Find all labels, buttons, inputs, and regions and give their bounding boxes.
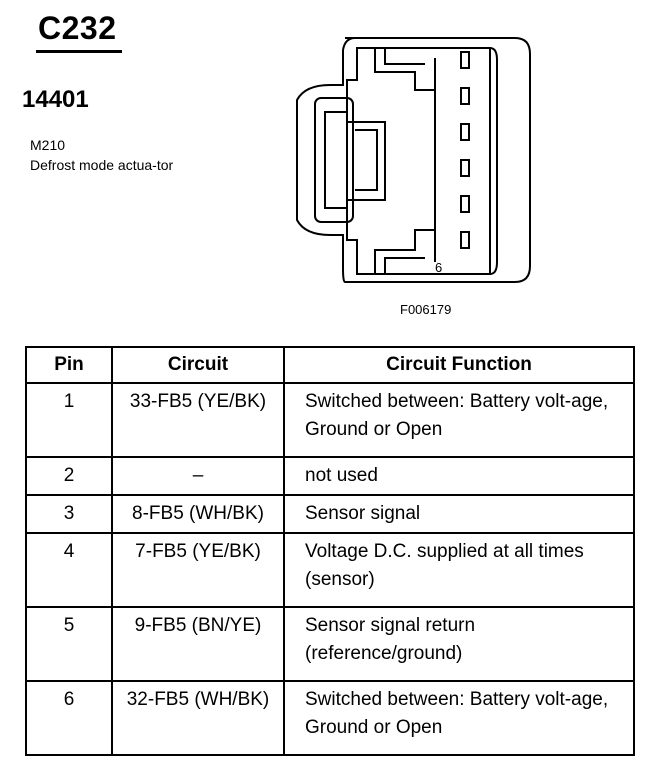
table-row: 2 – not used xyxy=(25,456,635,496)
pin-cell: 4 xyxy=(25,532,113,608)
circuit-cell: – xyxy=(111,456,285,496)
function-cell: Sensor signal return (reference/ground) xyxy=(283,606,635,682)
pin-cell: 1 xyxy=(25,382,113,458)
function-cell: Sensor signal xyxy=(283,494,635,534)
header-circuit: Circuit xyxy=(111,346,285,384)
circuit-cell: 8-FB5 (WH/BK) xyxy=(111,494,285,534)
pin-marker: 6 xyxy=(435,260,442,275)
header-pin: Pin xyxy=(25,346,113,384)
table-header-row: Pin Circuit Circuit Function xyxy=(25,346,635,384)
component-code: M210 xyxy=(30,137,66,153)
pin-slot xyxy=(460,51,470,69)
circuit-cell: 33-FB5 (YE/BK) xyxy=(111,382,285,458)
pin-cell: 6 xyxy=(25,680,113,756)
table-row: 6 32-FB5 (WH/BK) Switched between: Batte… xyxy=(25,680,635,756)
part-number: 14401 xyxy=(22,86,89,113)
header-function: Circuit Function xyxy=(283,346,635,384)
circuit-cell: 9-FB5 (BN/YE) xyxy=(111,606,285,682)
table-row: 1 33-FB5 (YE/BK) Switched between: Batte… xyxy=(25,382,635,458)
function-cell: Switched between: Battery volt-age, Grou… xyxy=(283,382,635,458)
function-cell: not used xyxy=(283,456,635,496)
pin-slot xyxy=(460,123,470,141)
function-cell: Switched between: Battery volt-age, Grou… xyxy=(283,680,635,756)
connector-housing xyxy=(296,37,531,283)
pin-slot xyxy=(460,159,470,177)
pin-slot xyxy=(460,87,470,105)
component-description: Defrost mode actua-tor xyxy=(30,157,174,173)
table-row: 4 7-FB5 (YE/BK) Voltage D.C. supplied at… xyxy=(25,532,635,608)
pin-slot xyxy=(460,195,470,213)
connector-id: C232 xyxy=(38,10,117,46)
table-row: 3 8-FB5 (WH/BK) Sensor signal xyxy=(25,494,635,534)
circuit-cell: 32-FB5 (WH/BK) xyxy=(111,680,285,756)
pin-cell: 2 xyxy=(25,456,113,496)
pinout-table: Pin Circuit Circuit Function 1 33-FB5 (Y… xyxy=(25,346,635,756)
table-row: 5 9-FB5 (BN/YE) Sensor signal return (re… xyxy=(25,606,635,682)
pin-slot xyxy=(460,231,470,249)
connector-diagram: 6 xyxy=(296,37,531,283)
circuit-cell: 7-FB5 (YE/BK) xyxy=(111,532,285,608)
function-cell: Voltage D.C. supplied at all times (sens… xyxy=(283,532,635,608)
connector-id-underline xyxy=(36,50,122,53)
connector-latch xyxy=(314,97,354,223)
pin-cell: 5 xyxy=(25,606,113,682)
pin-cell: 3 xyxy=(25,494,113,534)
figure-id: F006179 xyxy=(400,302,452,317)
